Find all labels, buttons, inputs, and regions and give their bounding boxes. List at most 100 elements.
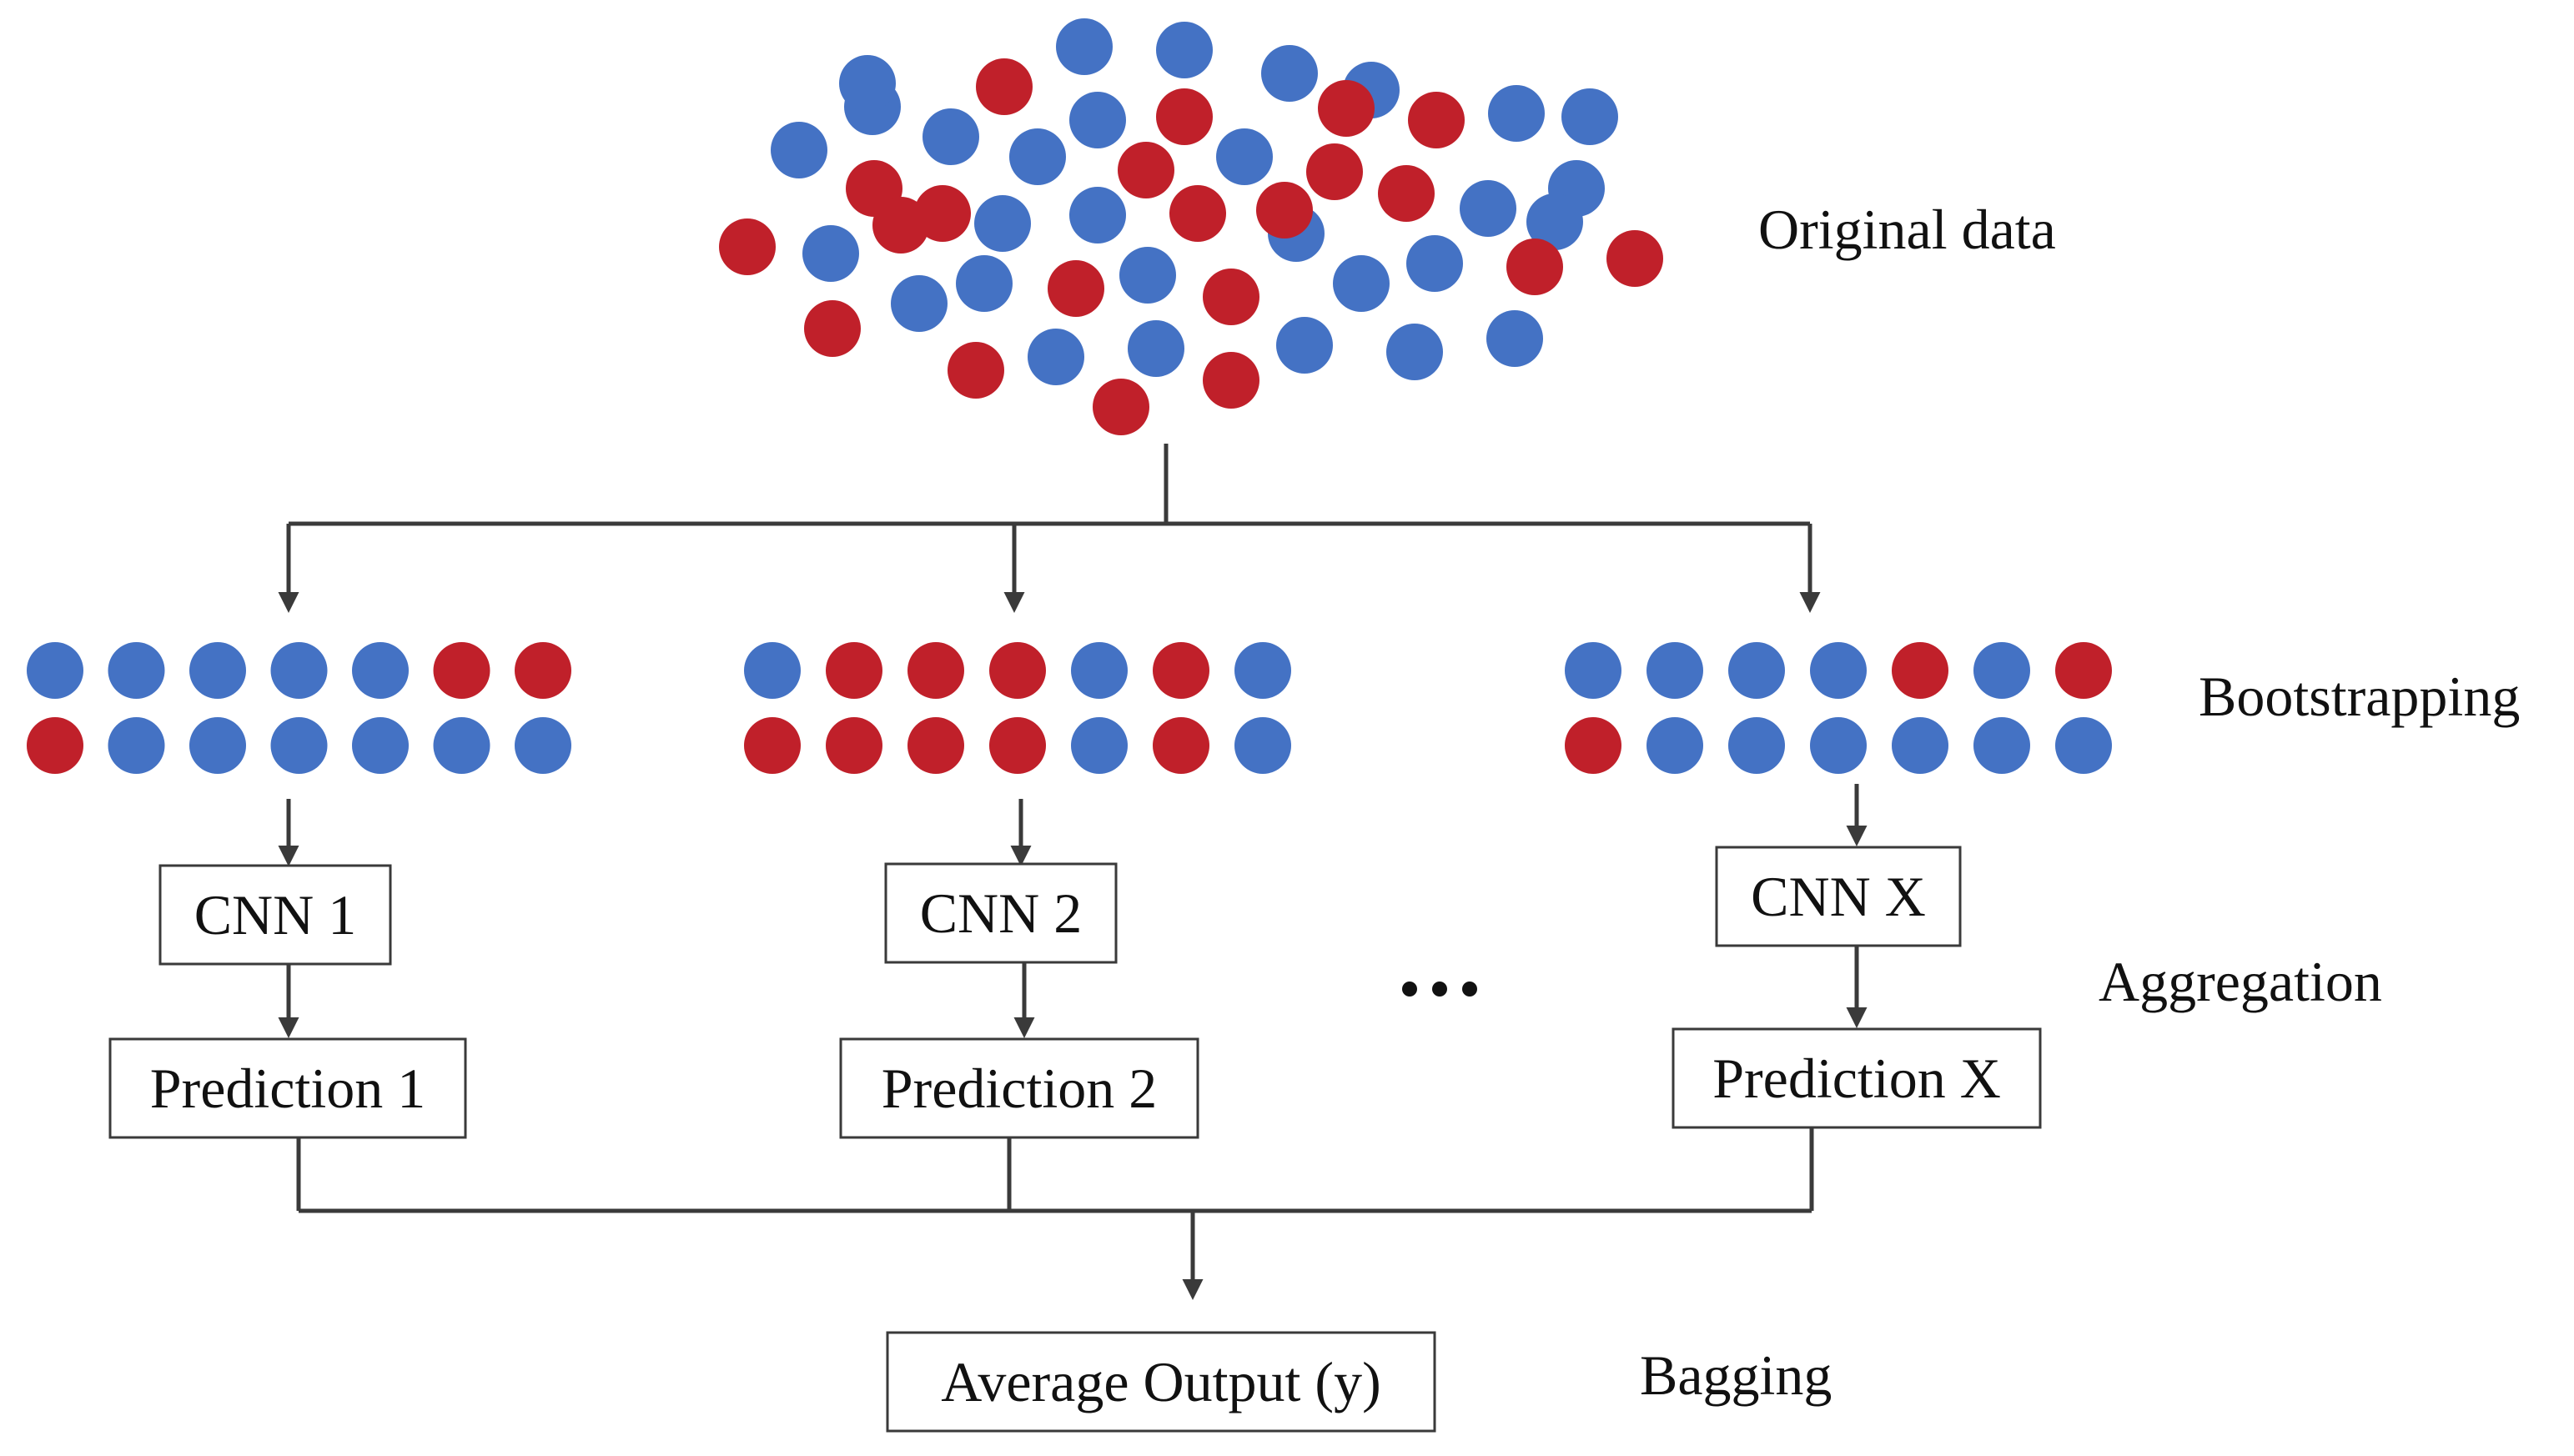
cnn-box-2-frame bbox=[884, 862, 1118, 964]
original-data-point bbox=[1056, 18, 1113, 75]
original-data-point bbox=[719, 218, 776, 275]
bootstrap-sample-1-point bbox=[515, 717, 571, 774]
original-data-point bbox=[1561, 88, 1618, 145]
cnn-to-prediction-arrows bbox=[278, 946, 1868, 1038]
prediction-box-2-label: Prediction 2 bbox=[882, 1057, 1158, 1120]
original-data-point bbox=[1093, 379, 1149, 435]
bootstrap-sample-1-point bbox=[515, 642, 571, 699]
original-data-point bbox=[1306, 143, 1363, 200]
original-data-point bbox=[956, 255, 1013, 312]
bootstrap-sample-1-point bbox=[352, 642, 409, 699]
bootstrap-sample-2 bbox=[744, 642, 1291, 774]
bootstrap-sample-3-point bbox=[1728, 717, 1785, 774]
original-data-point bbox=[1048, 260, 1104, 317]
original-data-point bbox=[1378, 165, 1435, 222]
original-data-point bbox=[1203, 352, 1259, 409]
original-data-point bbox=[1333, 255, 1390, 312]
original-data-point bbox=[802, 225, 859, 282]
original-data-point bbox=[923, 108, 979, 165]
original-data-point bbox=[1460, 180, 1516, 237]
split-connectors bbox=[278, 444, 1821, 613]
prediction-box-1: Prediction 1 bbox=[108, 1037, 467, 1139]
original-data-point bbox=[1526, 193, 1583, 250]
sample-to-cnn-arrows bbox=[278, 784, 1868, 866]
bootstrap-sample-2-point bbox=[989, 717, 1046, 774]
bootstrap-sample-2-point bbox=[744, 642, 801, 699]
bootstrap-sample-1-point bbox=[270, 717, 328, 774]
bootstrap-sample-1-point bbox=[270, 642, 328, 699]
ellipsis bbox=[1402, 982, 1477, 997]
bootstrap-sample-3-point bbox=[1646, 717, 1703, 774]
bootstrap-sample-1-point bbox=[108, 642, 165, 699]
average-output-box: Average Output (y) bbox=[886, 1331, 1436, 1433]
cnn-box-1-label: CNN 1 bbox=[194, 883, 357, 946]
bootstrap-sample-2-point bbox=[1153, 642, 1209, 699]
original-data-point bbox=[1009, 128, 1066, 185]
bootstrap-sample-2-point bbox=[989, 642, 1046, 699]
bootstrap-sample-2-point bbox=[1071, 642, 1128, 699]
original-data-point bbox=[771, 122, 827, 178]
cnn-box-2: CNN 2 bbox=[884, 862, 1118, 964]
bootstrap-sample-2-point bbox=[1234, 642, 1291, 699]
prediction-box-2: Prediction 2 bbox=[839, 1037, 1199, 1139]
original-data-point bbox=[1118, 142, 1174, 198]
bootstrap-sample-1-point bbox=[352, 717, 409, 774]
original-data-point bbox=[1156, 22, 1213, 78]
ellipsis-dot-3 bbox=[1462, 982, 1477, 997]
cnn-box-2-label: CNN 2 bbox=[920, 881, 1083, 945]
original-data-point bbox=[1486, 310, 1543, 367]
original-data-point bbox=[1488, 85, 1545, 142]
original-data-point bbox=[1408, 92, 1465, 148]
bootstrap-sample-1 bbox=[27, 642, 571, 774]
bootstrap-sample-3-point bbox=[1892, 717, 1948, 774]
prediction-box-1-label: Prediction 1 bbox=[150, 1057, 426, 1120]
bootstrap-sample-2-point bbox=[1153, 717, 1209, 774]
merge-connectors bbox=[296, 1127, 1814, 1300]
bootstrap-sample-2-point bbox=[1234, 717, 1291, 774]
original-data-point bbox=[839, 55, 896, 112]
original-data-point bbox=[1156, 88, 1213, 145]
bootstrap-sample-2-point bbox=[907, 717, 964, 774]
ellipsis-dot-1 bbox=[1402, 982, 1417, 997]
prediction-box-3-label: Prediction X bbox=[1712, 1047, 2001, 1110]
original-data-point bbox=[1169, 185, 1226, 242]
bootstrapping-label: Bootstrapping bbox=[2199, 665, 2520, 728]
bootstrap-sample-1-point bbox=[433, 642, 490, 699]
bootstrap-sample-1-point bbox=[433, 717, 490, 774]
cnn-box-1: CNN 1 bbox=[158, 864, 392, 966]
average-output-frame bbox=[886, 1331, 1436, 1433]
original-data-point bbox=[1506, 238, 1563, 295]
original-data-point bbox=[1406, 235, 1463, 292]
bootstrap-sample-3-point bbox=[1973, 717, 2030, 774]
bootstrap-sample-3-point bbox=[2055, 717, 2112, 774]
prediction-box-1-frame bbox=[108, 1037, 467, 1139]
original-data-point bbox=[1128, 320, 1184, 377]
bootstrap-sample-3-point bbox=[1810, 717, 1867, 774]
cnn-box-1-frame bbox=[158, 864, 392, 966]
original-data-point bbox=[1069, 92, 1126, 148]
average-output-label: Average Output (y) bbox=[941, 1350, 1380, 1413]
original-data-point bbox=[1069, 187, 1126, 244]
original-data-point bbox=[1318, 80, 1375, 137]
bootstrap-sample-1-point bbox=[189, 642, 246, 699]
bootstrap-sample-1-point bbox=[108, 717, 165, 774]
bootstrap-sample-3-point bbox=[1892, 642, 1948, 699]
original-data-point bbox=[974, 195, 1031, 252]
original-data-point bbox=[891, 275, 948, 332]
prediction-box-3-frame bbox=[1672, 1027, 2042, 1129]
ellipsis-dot-2 bbox=[1432, 982, 1447, 997]
original-data-point bbox=[1606, 230, 1663, 287]
original-data-point bbox=[1256, 182, 1313, 238]
bootstrap-sample-1-point bbox=[189, 717, 246, 774]
original-data-point bbox=[872, 197, 929, 254]
bootstrap-sample-3-point bbox=[1646, 642, 1703, 699]
bootstrap-sample-3-point bbox=[1728, 642, 1785, 699]
original-data-point bbox=[1028, 329, 1084, 385]
cnn-box-3-frame bbox=[1715, 846, 1962, 947]
prediction-box-3: Prediction X bbox=[1672, 1027, 2042, 1129]
bootstrap-sample-1-point bbox=[27, 642, 83, 699]
cnn-box-3-label: CNN X bbox=[1751, 865, 1926, 928]
original-data-point bbox=[1216, 128, 1273, 185]
original-data-point bbox=[948, 342, 1004, 399]
